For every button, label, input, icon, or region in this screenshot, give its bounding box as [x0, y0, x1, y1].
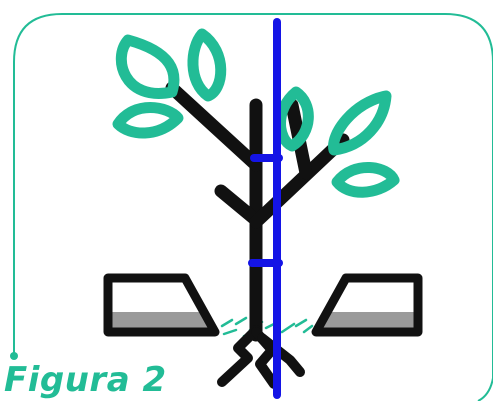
frame-corner: [478, 378, 493, 401]
frame-dot: [10, 352, 18, 360]
leaf-icon: [193, 34, 221, 96]
leaf-icon: [118, 108, 178, 134]
left-pot-icon: [108, 278, 215, 332]
soil-line: [222, 318, 312, 336]
figure-caption: Figura 2: [4, 360, 167, 400]
right-pot-icon: [316, 278, 418, 332]
leaf-icon: [337, 167, 394, 192]
root-icon: [222, 330, 300, 384]
